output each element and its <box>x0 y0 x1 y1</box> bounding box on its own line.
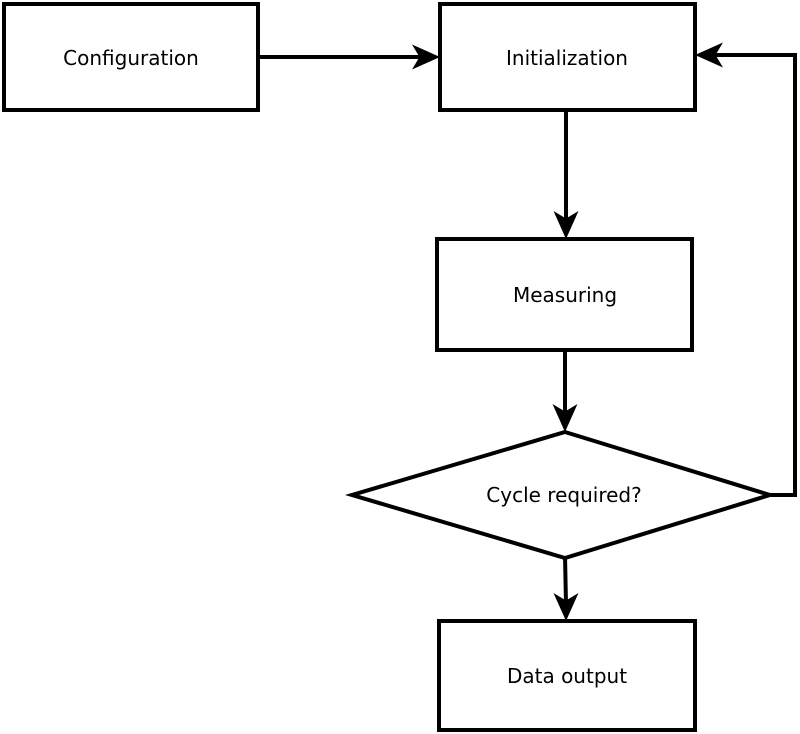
edge-configuration-to-initialization <box>256 44 440 70</box>
node-measuring-label: Measuring <box>513 283 617 307</box>
arrow-left-icon <box>695 42 723 68</box>
edge-line <box>563 555 568 605</box>
node-data-output-shape <box>437 619 697 732</box>
node-cycle-required: Cycle required? <box>344 429 777 561</box>
node-cycle-required-label: Cycle required? <box>486 483 641 507</box>
node-configuration-shape <box>2 2 260 112</box>
node-data-output: Data output <box>437 619 697 732</box>
edge-cycle-required-to-data-output <box>553 555 579 621</box>
arrow-down-icon <box>552 404 578 432</box>
arrow-right-icon <box>412 44 440 70</box>
node-initialization-shape <box>438 2 697 112</box>
node-configuration-label: Configuration <box>63 46 199 70</box>
edge-measuring-to-cycle-required <box>552 348 578 432</box>
node-measuring-shape <box>435 237 694 352</box>
node-configuration: Configuration <box>2 2 260 112</box>
edge-line <box>714 53 797 497</box>
edge-initialization-to-measuring <box>553 108 579 239</box>
arrow-down-icon <box>553 593 579 621</box>
node-initialization: Initialization <box>438 2 697 112</box>
arrow-down-icon <box>553 211 579 239</box>
node-data-output-label: Data output <box>507 664 627 688</box>
node-measuring: Measuring <box>435 237 694 352</box>
edge-cycle-required-to-initialization-loop <box>695 42 797 497</box>
node-cycle-required-shape <box>344 429 777 561</box>
node-initialization-label: Initialization <box>506 46 628 70</box>
